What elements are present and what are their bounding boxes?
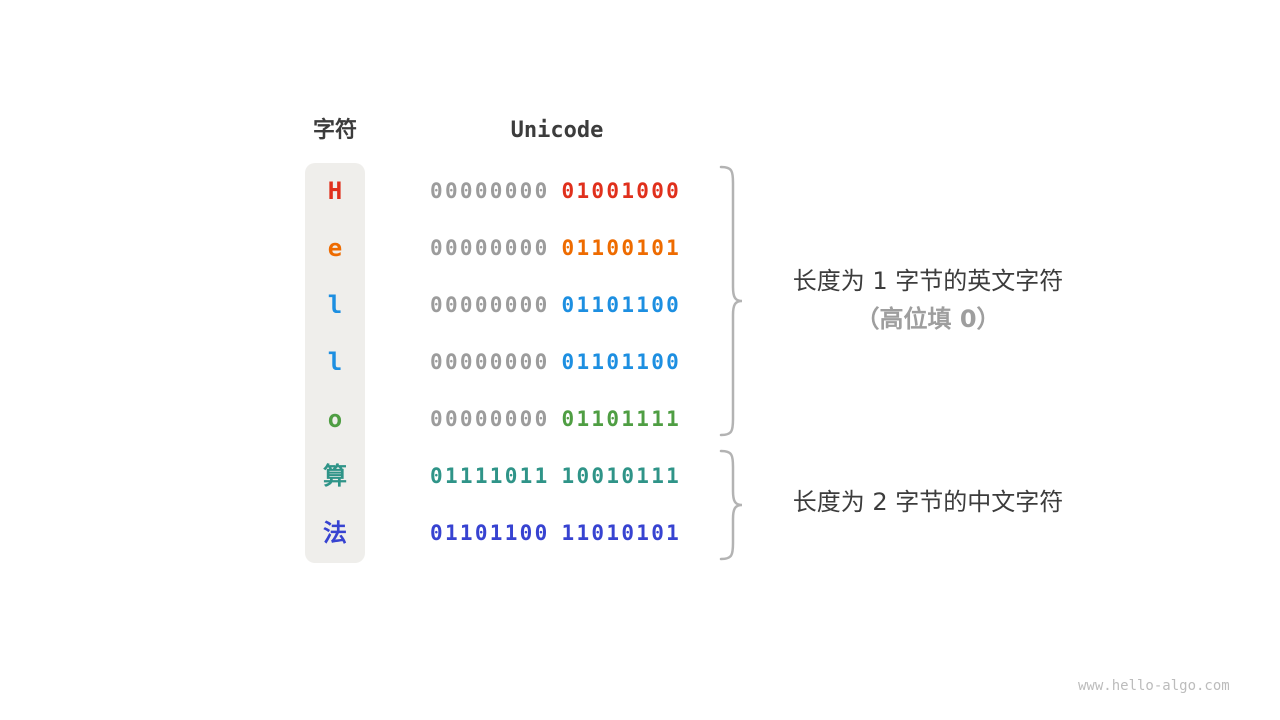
character-cell: H [327, 177, 343, 205]
high-byte: 01111011 [430, 464, 550, 488]
high-byte: 00000000 [430, 350, 550, 374]
high-byte: 00000000 [430, 236, 550, 260]
english-char-annotation-line2: （高位填 0） [855, 305, 1001, 333]
low-byte: 01101111 [561, 407, 682, 431]
unicode-bits: 00000000 01001000 [430, 163, 681, 220]
high-byte: 00000000 [430, 293, 550, 317]
character-cell: 法 [323, 519, 347, 547]
unicode-bits: 00000000 01101100 [430, 334, 681, 391]
character-cell: l [327, 348, 343, 376]
encoding-row: o 00000000 01101111 [0, 391, 1280, 448]
high-byte: 00000000 [430, 407, 550, 431]
english-char-annotation-line1: 长度为 1 字节的英文字符 [792, 267, 1064, 295]
english-char-annotation: 长度为 1 字节的英文字符 （高位填 0） [768, 262, 1088, 338]
char-column-background [305, 163, 365, 563]
brace-english-group-icon [719, 165, 743, 437]
unicode-bits: 01101100 11010101 [430, 505, 681, 562]
encoding-row: 法 01101100 11010101 [0, 505, 1280, 562]
high-byte: 01101100 [430, 521, 550, 545]
character-cell: l [327, 291, 343, 319]
encoding-row: e 00000000 01100101 [0, 220, 1280, 277]
character-cell: o [327, 405, 343, 433]
low-byte: 01101100 [561, 350, 682, 374]
chinese-char-annotation-line1: 长度为 2 字节的中文字符 [792, 488, 1064, 516]
watermark: www.hello-algo.com [1078, 678, 1230, 694]
unicode-bits: 00000000 01100101 [430, 220, 681, 277]
low-byte: 01101100 [561, 293, 682, 317]
low-byte: 01100101 [561, 236, 682, 260]
encoding-row: l 00000000 01101100 [0, 277, 1280, 334]
chinese-char-annotation: 长度为 2 字节的中文字符 [768, 483, 1088, 521]
character-cell: e [327, 234, 343, 262]
encoding-row: 算 01111011 10010111 [0, 448, 1280, 505]
unicode-column-header: Unicode [510, 118, 604, 143]
low-byte: 01001000 [561, 179, 682, 203]
low-byte: 11010101 [561, 521, 682, 545]
character-cell: 算 [323, 462, 347, 490]
unicode-bits: 00000000 01101100 [430, 277, 681, 334]
encoding-row: l 00000000 01101100 [0, 334, 1280, 391]
unicode-bits: 01111011 10010111 [430, 448, 681, 505]
encoding-row: H 00000000 01001000 [0, 163, 1280, 220]
high-byte: 00000000 [430, 179, 550, 203]
brace-chinese-group-icon [719, 449, 743, 561]
low-byte: 10010111 [561, 464, 682, 488]
unicode-bits: 00000000 01101111 [430, 391, 681, 448]
char-column-header: 字符 [312, 118, 357, 143]
